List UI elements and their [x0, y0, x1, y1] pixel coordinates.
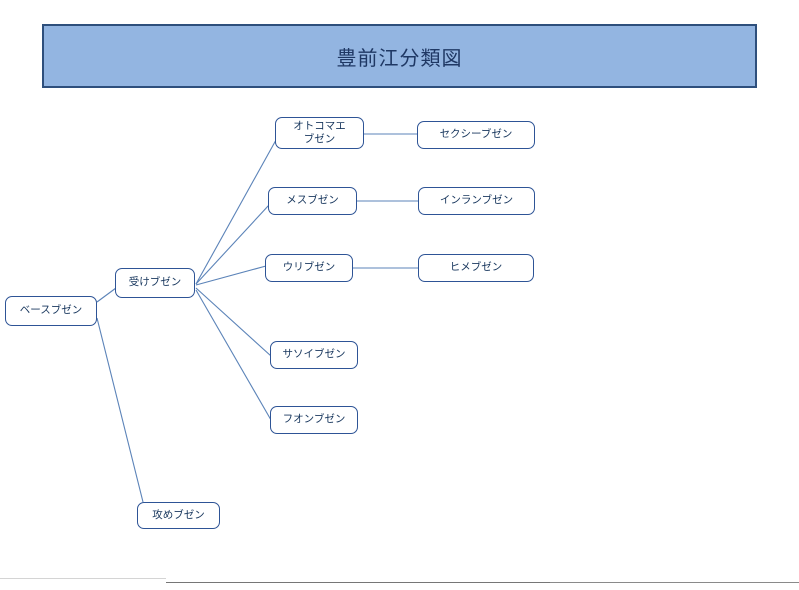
connector-uke-to-sasoi — [195, 287, 272, 357]
node-label: ベースブゼン — [19, 304, 83, 317]
node-label: インランブゼン — [439, 194, 514, 207]
node-otokomae[interactable]: オトコマエ ブゼン — [275, 117, 364, 149]
node-sexy[interactable]: セクシーブゼン — [417, 121, 535, 149]
node-label: ヒメブゼン — [449, 261, 503, 274]
node-label: 受けブゼン — [128, 276, 182, 289]
page-title: 豊前江分類図 — [336, 45, 463, 70]
node-mesu[interactable]: メスブゼン — [268, 187, 357, 215]
title-banner: 豊前江分類図 — [42, 24, 757, 88]
node-hime[interactable]: ヒメブゼン — [418, 254, 534, 282]
node-label: ウリブゼン — [282, 261, 336, 274]
connector-uke-to-fuon — [195, 289, 272, 421]
node-label: 攻めブゼン — [152, 508, 205, 521]
footer-rule-dark-segment — [550, 582, 799, 583]
node-sasoi[interactable]: サソイブゼン — [270, 341, 358, 369]
connector-base-to-seme — [96, 317, 144, 503]
node-label: セクシーブゼン — [439, 128, 513, 141]
connector-uke-to-otokomae — [195, 139, 277, 285]
footer-rule-dark — [166, 582, 799, 583]
node-label: フオンブゼン — [282, 413, 346, 426]
connector-base-to-uke — [96, 287, 117, 303]
node-inran[interactable]: インランブゼン — [418, 187, 535, 215]
node-base[interactable]: ベースブゼン — [5, 296, 97, 326]
node-fuon[interactable]: フオンブゼン — [270, 406, 358, 434]
node-uke[interactable]: 受けブゼン — [115, 268, 195, 298]
footer-rule-light — [0, 578, 166, 579]
node-label: サソイブゼン — [282, 348, 346, 361]
connector-uke-to-uri — [195, 265, 267, 286]
node-label: オトコマエ ブゼン — [293, 119, 346, 145]
node-seme[interactable]: 攻めブゼン — [137, 502, 220, 529]
node-uri[interactable]: ウリブゼン — [265, 254, 353, 282]
node-label: メスブゼン — [286, 194, 339, 207]
connector-uke-to-mesu — [195, 204, 270, 285]
